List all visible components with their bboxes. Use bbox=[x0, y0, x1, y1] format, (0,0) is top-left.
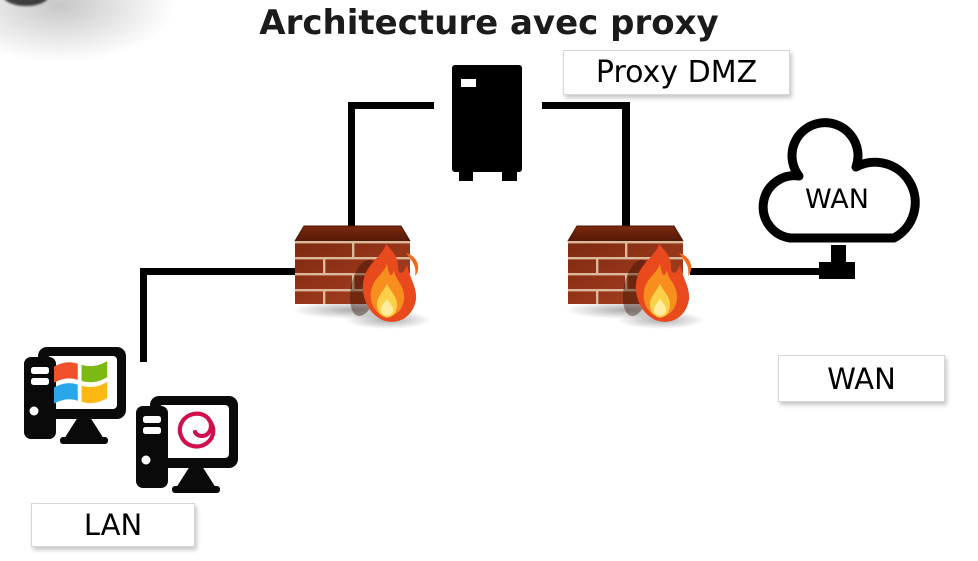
wan-label-text: WAN bbox=[827, 361, 896, 396]
diagram-title: Architecture avec proxy bbox=[259, 3, 719, 43]
cloud-icon bbox=[758, 118, 920, 243]
server-tower-icon bbox=[452, 65, 522, 181]
connection-line-server-left-vertical bbox=[348, 102, 355, 228]
debian-logo-icon bbox=[177, 411, 216, 449]
connection-line-server-right-horizontal bbox=[542, 102, 630, 109]
lan-label-text: LAN bbox=[83, 508, 143, 542]
windows-logo-icon bbox=[54, 360, 108, 404]
connection-line-server-right-vertical bbox=[622, 102, 630, 228]
lan-label: LAN bbox=[31, 503, 195, 547]
windows-desktop-icon bbox=[24, 347, 126, 447]
debian-desktop-icon bbox=[136, 396, 238, 496]
wan-cloud-label: WAN bbox=[805, 184, 869, 215]
network-plug-icon bbox=[819, 262, 855, 279]
connection-line-wan-horizontal bbox=[690, 268, 821, 275]
corner-shadow-artifact bbox=[0, 0, 180, 65]
connection-line-lan-horizontal bbox=[140, 268, 298, 275]
firewall-brick-flame-icon bbox=[290, 216, 440, 330]
wan-label: WAN bbox=[778, 355, 945, 402]
firewall-brick-flame-icon bbox=[563, 216, 713, 330]
corner-blob-artifact bbox=[3, 0, 49, 6]
proxy-dmz-label: Proxy DMZ bbox=[563, 50, 790, 95]
network-plug-icon bbox=[831, 245, 846, 264]
proxy-dmz-label-text: Proxy DMZ bbox=[595, 55, 758, 90]
connection-line-lan-vertical bbox=[140, 268, 147, 362]
connection-line-server-left-horizontal bbox=[348, 102, 434, 109]
